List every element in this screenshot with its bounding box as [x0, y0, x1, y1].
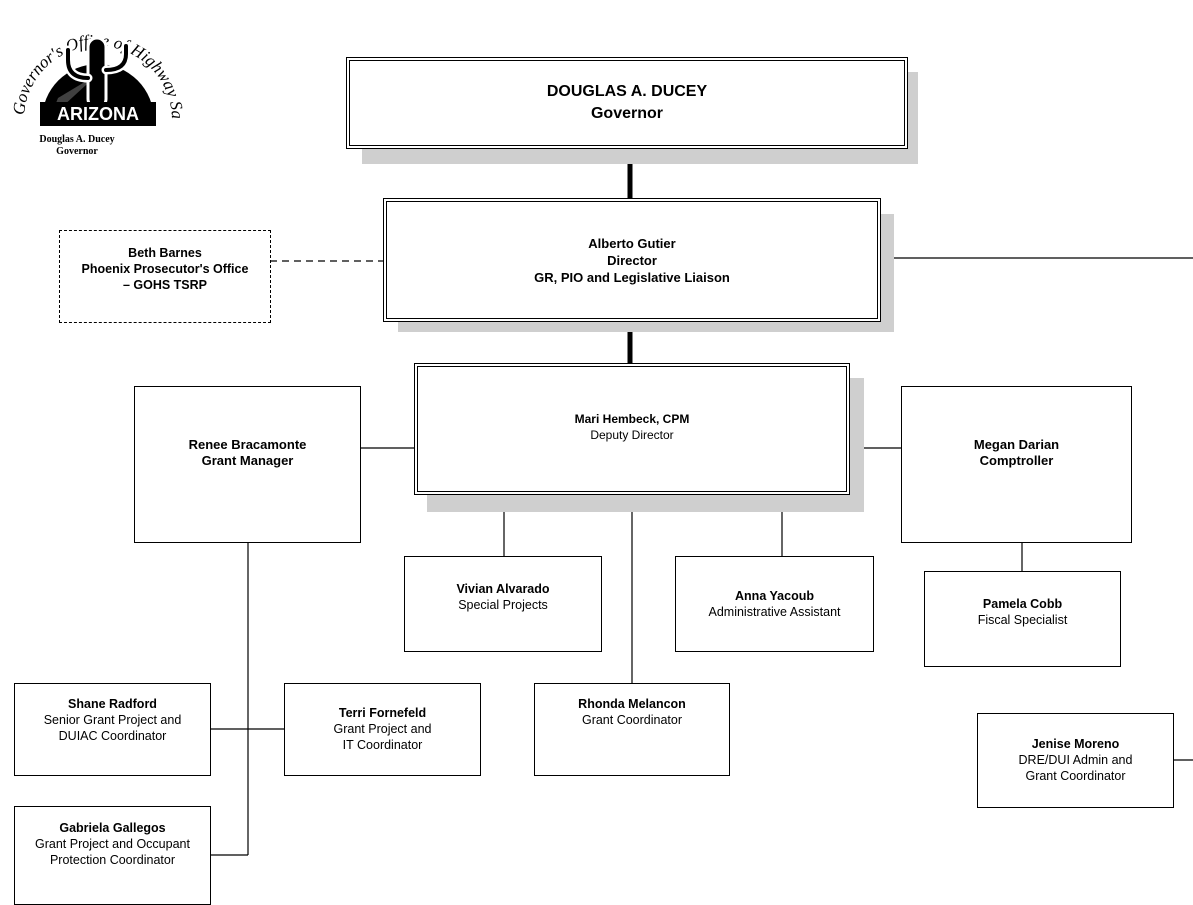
director-name: Alberto Gutier [588, 235, 676, 251]
director-subtitle: GR, PIO and Legislative Liaison [534, 269, 730, 285]
logo-title: Governor [56, 146, 98, 157]
gabriela-line2: Grant Project and Occupant [35, 837, 190, 851]
special-projects-title: Special Projects [458, 598, 548, 612]
special-projects-name: Vivian Alvarado [456, 582, 550, 596]
grant-manager-name: Renee Bracamonte [188, 437, 307, 452]
gabriela-box: Gabriela Gallegos Grant Project and Occu… [14, 806, 211, 905]
logo-name: Douglas A. Ducey [39, 134, 115, 145]
fiscal-box: Pamela Cobb Fiscal Specialist [924, 571, 1121, 667]
admin-assistant-box: Anna Yacoub Administrative Assistant [675, 556, 874, 652]
deputy-name: Mari Hembeck, CPM [574, 412, 690, 426]
jenise-box: Jenise Moreno DRE/DUI Admin and Grant Co… [977, 713, 1174, 808]
admin-assistant-title: Administrative Assistant [708, 605, 841, 619]
shane-line2: Senior Grant Project and [43, 713, 182, 727]
deputy-title: Deputy Director [590, 428, 674, 442]
tsrp-line3: – GOHS TSRP [122, 278, 208, 292]
comptroller-title: Comptroller [979, 453, 1054, 468]
deputy-box: Mari Hembeck, CPM Deputy Director [414, 363, 850, 495]
tsrp-box: Beth Barnes Phoenix Prosecutor's Office … [59, 230, 271, 323]
governor-name: DOUGLAS A. DUCEY [546, 83, 708, 100]
gohs-logo: Governor's Office of Highway Safety ARIZ… [0, 0, 192, 177]
jenise-name: Jenise Moreno [1031, 737, 1120, 751]
gabriela-line3: Protection Coordinator [49, 853, 176, 867]
jenise-line3: Grant Coordinator [1025, 769, 1126, 783]
governor-box: DOUGLAS A. DUCEY Governor [346, 57, 908, 149]
logo-caption: Douglas A. Ducey Governor [22, 134, 132, 158]
director-title: Director [607, 252, 657, 268]
terri-box: Terri Fornefeld Grant Project and IT Coo… [284, 683, 481, 776]
governor-title: Governor [590, 105, 663, 122]
tsrp-name: Beth Barnes [128, 246, 202, 260]
terri-line3: IT Coordinator [342, 738, 423, 752]
comptroller-name: Megan Darian [973, 437, 1060, 452]
tsrp-line2: Phoenix Prosecutor's Office [81, 262, 249, 276]
shane-line3: DUIAC Coordinator [58, 729, 167, 743]
admin-assistant-name: Anna Yacoub [735, 589, 814, 603]
grant-manager-box: Renee Bracamonte Grant Manager [134, 386, 361, 543]
fiscal-title: Fiscal Specialist [977, 613, 1068, 627]
director-box: Alberto Gutier Director GR, PIO and Legi… [383, 198, 881, 322]
terri-name: Terri Fornefeld [338, 706, 427, 720]
special-projects-box: Vivian Alvarado Special Projects [404, 556, 602, 652]
jenise-line2: DRE/DUI Admin and [1018, 753, 1133, 767]
grant-coordinator-name: Rhonda Melancon [578, 697, 686, 711]
comptroller-box: Megan Darian Comptroller [901, 386, 1132, 543]
grant-coordinator-title: Grant Coordinator [581, 713, 683, 727]
terri-line2: Grant Project and [333, 722, 432, 736]
grant-manager-title: Grant Manager [201, 453, 294, 468]
logo-state-text: ARIZONA [57, 104, 139, 124]
gabriela-name: Gabriela Gallegos [59, 821, 166, 835]
shane-box: Shane Radford Senior Grant Project and D… [14, 683, 211, 776]
shane-name: Shane Radford [68, 697, 157, 711]
fiscal-name: Pamela Cobb [982, 597, 1063, 611]
grant-coordinator-box: Rhonda Melancon Grant Coordinator [534, 683, 730, 776]
